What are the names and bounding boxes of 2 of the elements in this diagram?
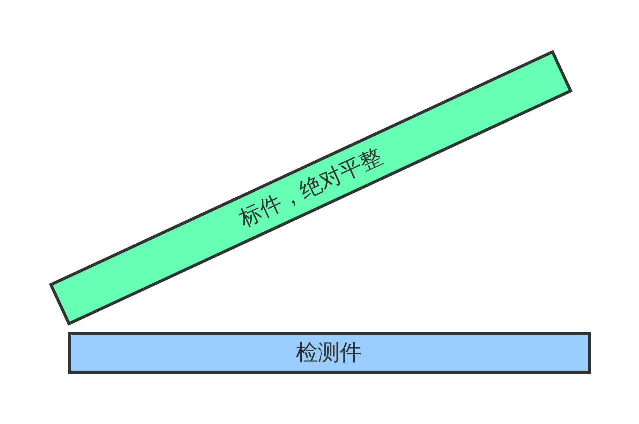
reference-bar: 标件，绝对平整 (49, 50, 573, 326)
test-piece-bar: 检测件 (68, 332, 590, 374)
